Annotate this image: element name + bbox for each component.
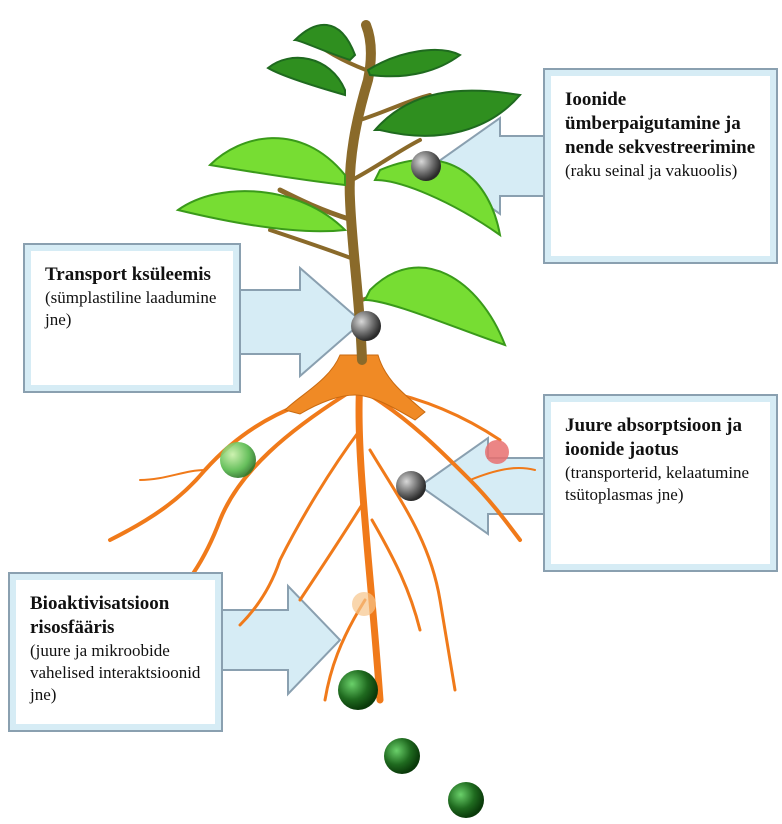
ion-sphere-root <box>396 471 426 501</box>
ion-sphere-stem <box>351 311 381 341</box>
callout-root-absorption: Juure absorptsioon ja ioonide jaotus (tr… <box>543 394 778 572</box>
callout-description: (sümplastiline laadumine jne) <box>45 288 216 329</box>
callout-title: Ioonide ümberpaigutamine ja nende sekves… <box>565 88 760 160</box>
callout-title: Juure absorptsioon ja ioonide jaotus <box>565 414 760 462</box>
callout-leaf-sequestration: Ioonide ümberpaigutamine ja nende sekves… <box>543 68 778 264</box>
callout-title: Bioaktivisatsioon risosfääris <box>30 592 205 640</box>
callout-description: (juure ja mikroobide vahelised interakts… <box>30 641 200 704</box>
ion-sphere-dark-2 <box>384 738 420 774</box>
ion-sphere-dark-3 <box>448 782 484 818</box>
callout-title: Transport ksüleemis <box>45 263 223 287</box>
ion-sphere-soil-red <box>485 440 509 464</box>
ion-sphere-dark-1 <box>338 670 378 710</box>
callout-description: (raku seinal ja vakuoolis) <box>565 161 737 180</box>
callout-description: (transporterid, kelaatumine tsütoplasmas… <box>565 463 749 504</box>
ion-sphere-soil-pale <box>352 592 376 616</box>
arrow-to-rhizosphere <box>218 586 340 694</box>
ion-sphere-soil-green <box>220 442 256 478</box>
callout-xylem-transport: Transport ksüleemis (sümplastiline laadu… <box>23 243 241 393</box>
callout-rhizosphere-bioactivation: Bioaktivisatsioon risosfääris (juure ja … <box>8 572 223 732</box>
ion-sphere-leaf <box>411 151 441 181</box>
